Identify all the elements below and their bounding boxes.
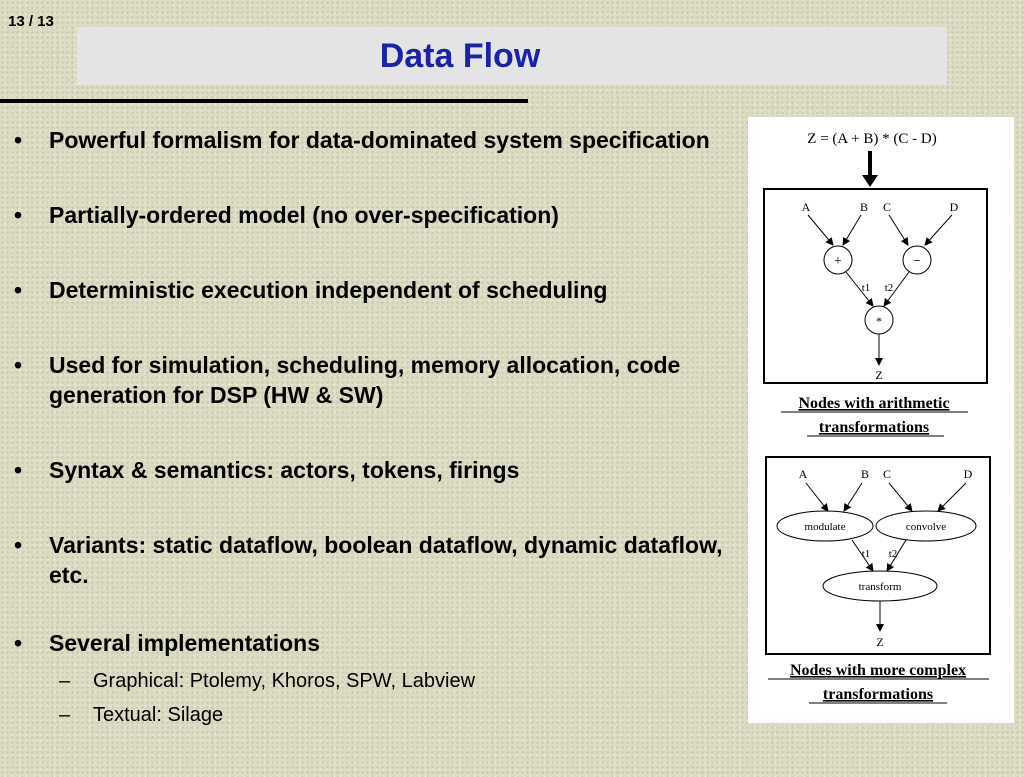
bullet-icon: • (14, 352, 23, 378)
top-input-a: A (802, 200, 811, 214)
bottom-edge-label-t1: t1 (862, 548, 871, 560)
bullet-icon: • (14, 630, 23, 656)
minus-node (902, 245, 932, 275)
bullet-text: Several implementations (49, 630, 320, 656)
slide-number: 13 / 13 (8, 13, 54, 30)
edge-t2-bottom (886, 539, 907, 572)
convolve-node (875, 510, 977, 542)
bullet-text: Powerful formalism for data-dominated sy… (49, 127, 710, 153)
bullet-item: • Variants: static dataflow, boolean data… (14, 530, 744, 590)
bullet-text: Variants: static dataflow, boolean dataf… (49, 532, 723, 588)
sub-bullet-item: –Textual: Silage (49, 698, 744, 732)
edge-a-modulate (805, 482, 829, 512)
equation-arrowhead (862, 175, 878, 187)
bullet-item: • Used for simulation, scheduling, memory… (14, 350, 744, 410)
bottom-edge-label-t2: t2 (889, 548, 898, 560)
edge-t1 (845, 271, 874, 307)
bottom-input-c: C (883, 467, 891, 481)
sub-bullet-text: Textual: Silage (93, 704, 224, 726)
bullet-icon: • (14, 457, 23, 483)
edge-b-modulate (843, 482, 863, 512)
bullet-item: • Several implementations –Graphical: Pto… (14, 628, 744, 732)
bullet-icon: • (14, 202, 23, 228)
edge-t2 (883, 271, 910, 307)
bottom-input-b: B (861, 467, 869, 481)
plus-node (823, 245, 853, 275)
edge-c-minus (888, 214, 909, 246)
top-output-z: Z (875, 368, 882, 382)
top-input-c: C (883, 200, 891, 214)
sub-bullet-list: –Graphical: Ptolemy, Khoros, SPW, Labvie… (49, 664, 744, 732)
bullet-item: • Powerful formalism for data-dominated s… (14, 125, 744, 155)
modulate-node-label: modulate (805, 521, 846, 533)
top-caption-line2: transformations (819, 419, 929, 436)
edge-d-convolve (937, 482, 967, 512)
top-input-d: D (950, 200, 959, 214)
top-caption-line1: Nodes with arithmetic (798, 395, 949, 412)
bullet-icon: • (14, 277, 23, 303)
modulate-node (776, 510, 874, 542)
bullet-icon: • (14, 532, 23, 558)
bottom-caption-line1: Nodes with more complex (790, 662, 966, 679)
bullet-item: • Syntax & semantics: actors, tokens, fir… (14, 455, 744, 485)
dash-icon: – (59, 670, 71, 692)
bullet-item: • Partially-ordered model (no over-specif… (14, 200, 744, 230)
sub-bullet-text: Graphical: Ptolemy, Khoros, SPW, Labview (93, 670, 476, 692)
bullet-text: Partially-ordered model (no over-specifi… (49, 202, 559, 228)
edge-b-plus (842, 214, 862, 246)
top-edge-label-t2: t2 (885, 282, 894, 294)
edge-t1-bottom (851, 539, 874, 572)
edge-c-convolve (888, 482, 913, 512)
edge-a-plus (807, 214, 834, 246)
bullet-list: • Powerful formalism for data-dominated s… (14, 125, 744, 777)
bullet-text: Deterministic execution independent of s… (49, 277, 608, 303)
top-edge-label-t1: t1 (862, 282, 871, 294)
bullet-icon: • (14, 127, 23, 153)
slide-title: Data Flow (379, 36, 541, 75)
transform-node-label: transform (859, 581, 902, 593)
plus-node-label: + (834, 254, 842, 269)
sub-bullet-item: –Graphical: Ptolemy, Khoros, SPW, Labvie… (49, 664, 744, 698)
dataflow-figure: Z = (A + B) * (C - D) A B C D + − t1 t2 … (748, 117, 1014, 723)
dataflow-diagram: Z = (A + B) * (C - D) A B C D + − t1 t2 … (763, 131, 991, 704)
bullet-item: • Deterministic execution independent of … (14, 275, 744, 305)
bullet-text: Used for simulation, scheduling, memory … (49, 352, 681, 408)
bottom-output-z: Z (876, 635, 883, 649)
complex-graph-box (765, 456, 991, 655)
equation-label: Z = (A + B) * (C - D) (807, 131, 936, 147)
arithmetic-graph-box (763, 188, 988, 384)
multiply-node-label: * (876, 314, 882, 328)
bottom-caption-line2: transformations (823, 686, 933, 703)
minus-node-label: − (913, 254, 921, 269)
bullet-text: Syntax & semantics: actors, tokens, firi… (49, 457, 520, 483)
dash-icon: – (59, 704, 71, 726)
title-bar: Data Flow (77, 27, 947, 85)
bottom-input-a: A (799, 467, 808, 481)
bottom-input-d: D (964, 467, 973, 481)
title-divider (0, 99, 528, 103)
edge-d-minus (924, 214, 953, 246)
top-input-b: B (860, 200, 868, 214)
convolve-node-label: convolve (906, 521, 946, 533)
